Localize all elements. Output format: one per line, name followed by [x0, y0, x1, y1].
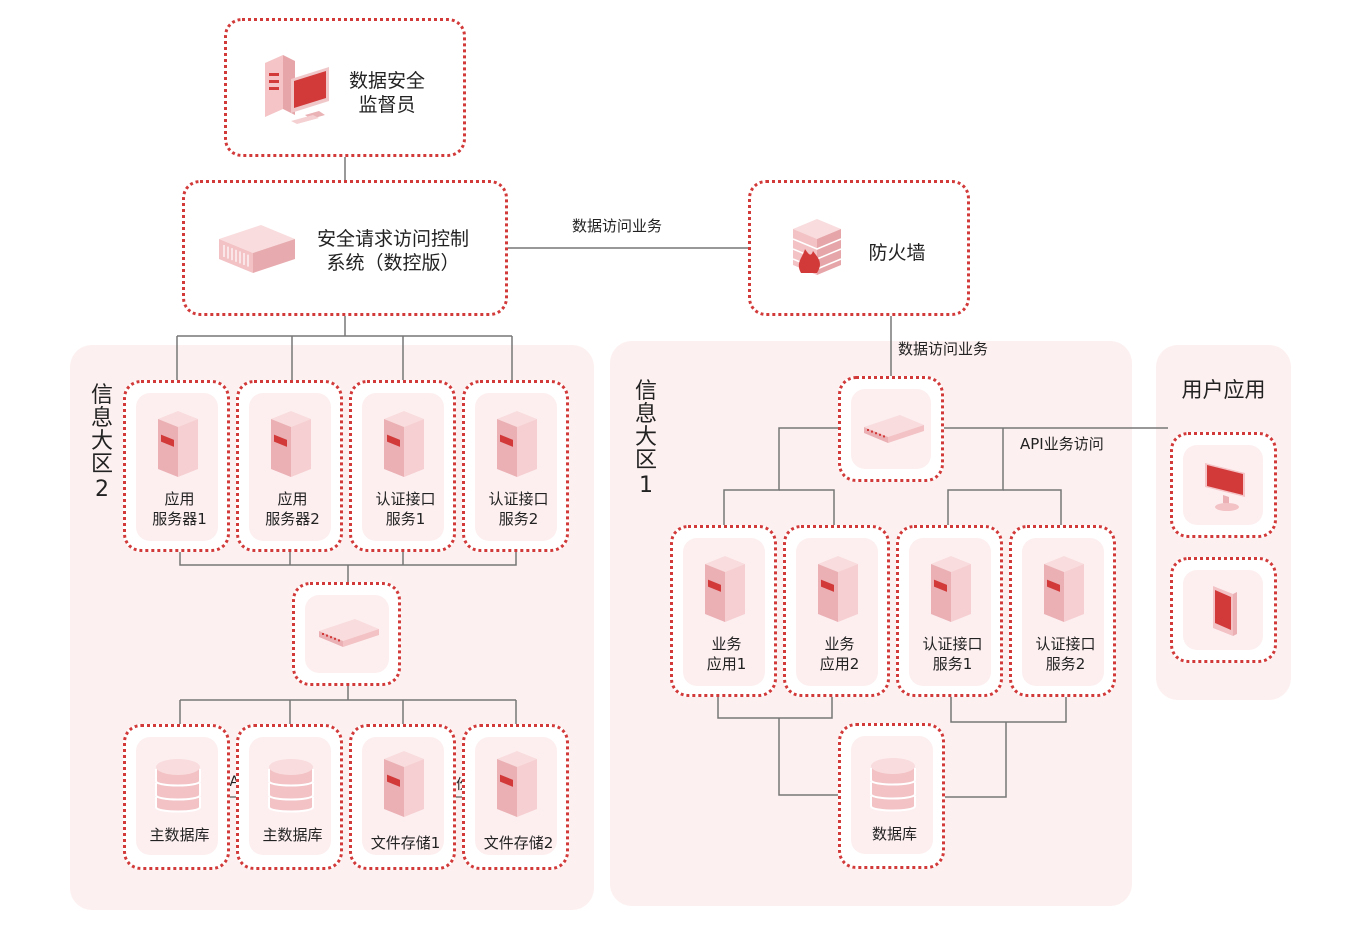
server-label-line2: 服务2	[1045, 655, 1086, 673]
desktop-computer-icon	[265, 55, 329, 124]
zone-2-switch-node[interactable]	[292, 582, 401, 686]
database-label: 数据库	[871, 825, 917, 843]
zone-2-server-node[interactable]: 认证接口 服务1	[349, 380, 456, 552]
server-label-line2: 服务器2	[265, 510, 320, 528]
rack-server-icon	[219, 225, 295, 273]
zone-2-title-char: 大	[90, 429, 113, 454]
zone-1-server-node[interactable]: 认证接口 服务1	[896, 525, 1003, 697]
smartphone-icon	[1213, 586, 1237, 636]
firewall-icon	[792, 219, 842, 275]
tower-server-icon	[705, 556, 745, 622]
user-app-desktop-node[interactable]	[1170, 432, 1277, 538]
zone-1-database-node[interactable]: 数据库	[838, 723, 945, 869]
edge-label-switch-to-fw: 数据访问业务	[898, 340, 989, 358]
server-label-line2: 服务2	[498, 510, 539, 528]
monitor-icon	[1205, 463, 1245, 511]
firewall-label: 防火墙	[868, 242, 926, 264]
storage-label: 文件存储2	[483, 834, 554, 852]
zone-2-storage-node[interactable]: 文件存储2	[462, 724, 569, 870]
firewall-node[interactable]: 防火墙	[748, 180, 970, 316]
access-control-label-line1: 安全请求访问控制	[316, 228, 469, 250]
zone-1-server-node[interactable]: 认证接口 服务2	[1009, 525, 1116, 697]
supervisor-label-line1: 数据安全	[348, 70, 425, 92]
user-apps-title: 用户应用	[1181, 378, 1266, 402]
server-label-line1: 认证接口	[1035, 635, 1096, 653]
server-label-line1: 认证接口	[922, 635, 983, 653]
database-icon	[155, 759, 201, 813]
zone-2-storage-node[interactable]: 文件存储1	[349, 724, 456, 870]
server-label-line2: 服务1	[385, 510, 426, 528]
database-icon	[268, 759, 314, 813]
server-label-line1: 应用	[277, 490, 308, 508]
server-label-line1: 应用	[164, 490, 195, 508]
tower-server-icon	[158, 411, 198, 477]
database-icon	[870, 758, 916, 812]
tower-server-icon	[497, 411, 537, 477]
zone-1-title-char: 信	[634, 379, 657, 404]
network-switch-icon	[319, 619, 379, 647]
network-switch-icon	[864, 415, 924, 443]
server-label-line1: 认证接口	[488, 490, 549, 508]
tower-server-icon	[384, 751, 424, 817]
zone-2-server-node[interactable]: 应用 服务器1	[123, 380, 230, 552]
zone-1-title-char: 息	[634, 402, 657, 427]
storage-label: 主数据库	[262, 826, 323, 844]
tower-server-icon	[1044, 556, 1084, 622]
zone-1-server-node[interactable]: 业务 应用2	[783, 525, 890, 697]
zone-1-server-node[interactable]: 业务 应用1	[670, 525, 777, 697]
storage-label: 文件存储1	[370, 834, 441, 852]
zone-2-title-char: 2	[95, 477, 109, 502]
server-label-line2: 服务器1	[152, 510, 207, 528]
zone-2-title-char: 信	[90, 383, 113, 408]
tower-server-icon	[931, 556, 971, 622]
server-label-line2: 应用2	[819, 655, 860, 673]
zone-1-title-char: 区	[634, 448, 657, 473]
zone-2-storage-node[interactable]: 主数据库	[123, 724, 230, 870]
server-label-line1: 业务	[824, 635, 855, 653]
zone-1-switch-node[interactable]	[838, 376, 944, 482]
zone-2-title-char: 息	[90, 406, 113, 431]
server-label-line1: 业务	[711, 635, 742, 653]
access-control-system-node[interactable]: 安全请求访问控制 系统（数控版）	[182, 180, 508, 316]
server-label-line1: 认证接口	[375, 490, 436, 508]
supervisor-label-line2: 监督员	[358, 94, 416, 116]
access-control-label-line2: 系统（数控版）	[326, 252, 460, 274]
tower-server-icon	[818, 556, 858, 622]
zone-2-server-node[interactable]: 应用 服务器2	[236, 380, 343, 552]
storage-label: 主数据库	[149, 826, 210, 844]
tower-server-icon	[271, 411, 311, 477]
user-app-phone-node[interactable]	[1170, 557, 1277, 663]
edge-label-fw-to-control: 数据访问业务	[572, 217, 663, 235]
server-label-line2: 服务1	[932, 655, 973, 673]
server-label-line2: 应用1	[706, 655, 747, 673]
zone-2-title-char: 区	[90, 452, 113, 477]
zone-2-storage-node[interactable]: 主数据库	[236, 724, 343, 870]
tower-server-icon	[384, 411, 424, 477]
edge-label-api-access: API业务访问	[1020, 435, 1104, 453]
zone-1-title-char: 大	[634, 425, 657, 450]
tower-server-icon	[497, 751, 537, 817]
zone-2-server-node[interactable]: 认证接口 服务2	[462, 380, 569, 552]
zone-1-title-char: 1	[639, 473, 653, 498]
supervisor-node[interactable]: 数据安全 监督员	[224, 18, 466, 157]
